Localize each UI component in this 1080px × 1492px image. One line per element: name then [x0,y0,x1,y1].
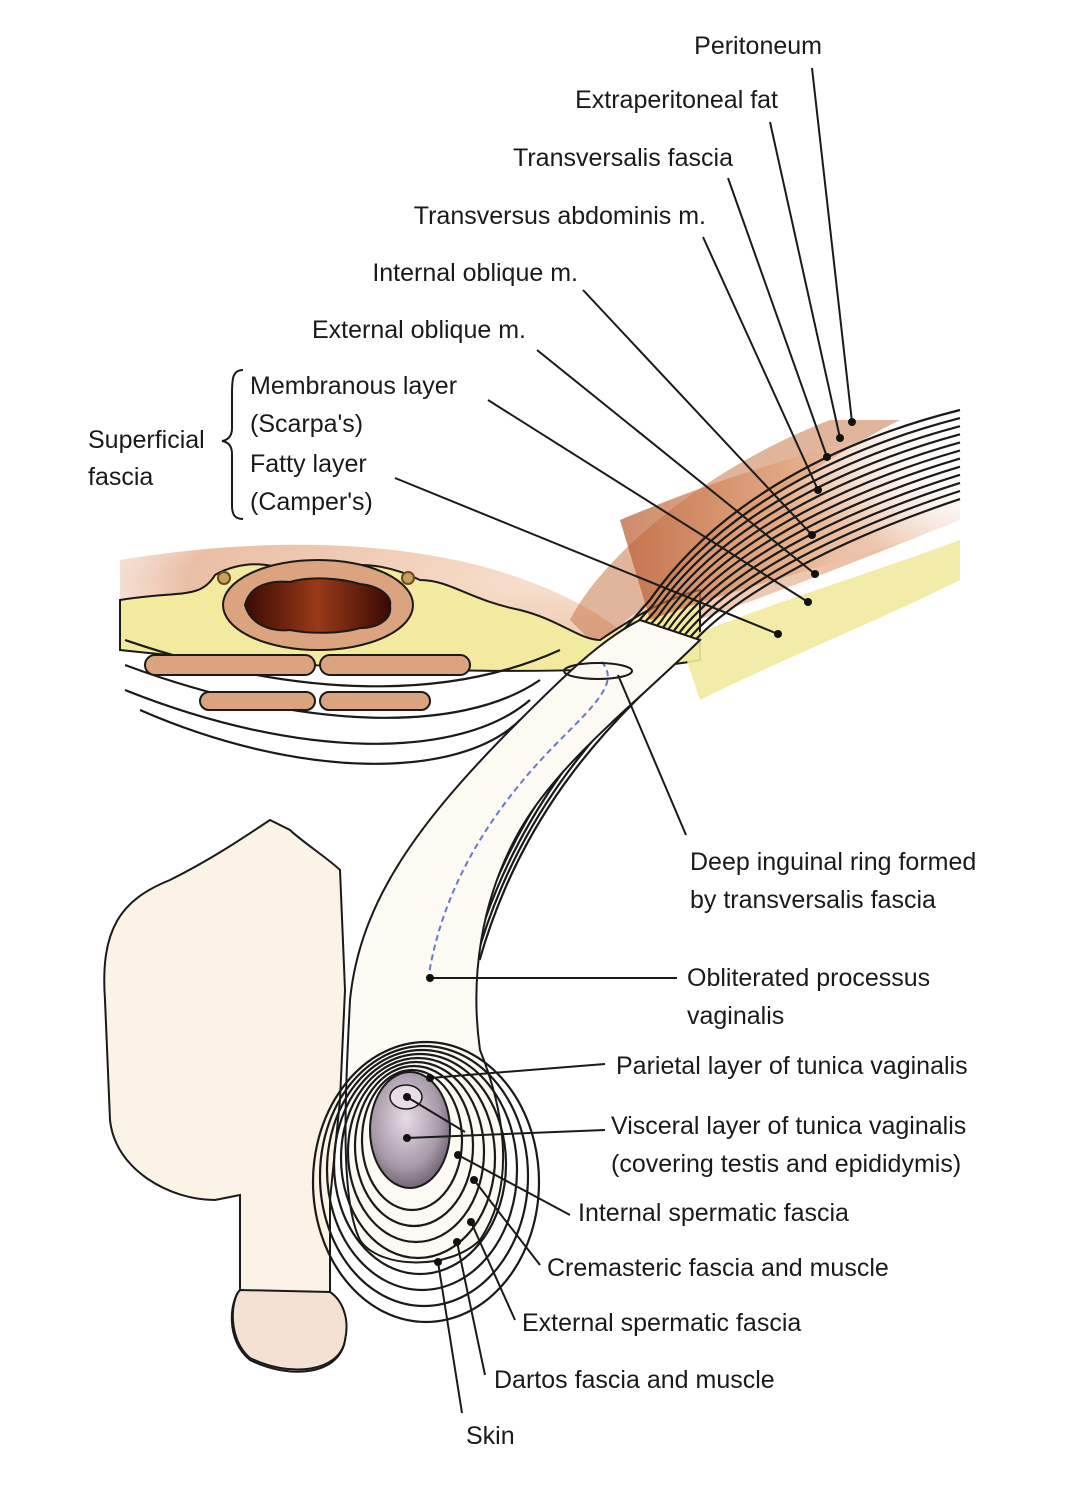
label-superficial-fascia-1: Superficial [88,426,205,454]
label-fatty-layer-1: Fatty layer [250,450,367,478]
scrotal-layer-line [339,1056,497,1260]
scrotum-layers [311,618,702,1324]
label-fatty-layer-2: (Camper's) [250,488,373,516]
scrotal-layer-line [311,1040,541,1324]
label-membranous-layer-2: (Scarpa's) [250,410,363,438]
label-external-spermatic-fascia: External spermatic fascia [522,1309,801,1337]
labels: Peritoneum Extraperitoneal fat Transvers… [88,32,976,1450]
label-parietal-tunica-vaginalis: Parietal layer of tunica vaginalis [616,1052,968,1080]
label-membranous-layer-1: Membranous layer [250,372,457,400]
label-visceral-tunica-vaginalis-2: (covering testis and epididymis) [611,1150,961,1178]
leader-lines [394,67,856,1414]
scrotal-layer-line [325,1048,519,1292]
label-peritoneum: Peritoneum [694,32,822,60]
scrotal-layer-line [332,1052,508,1276]
abdominal-wall-layers [438,408,961,961]
rectus-abdominis-layers [124,638,561,765]
scrotal-layer-line [360,1068,464,1212]
label-external-oblique: External oblique m. [312,316,526,344]
penis [103,818,348,1373]
label-dartos-fascia: Dartos fascia and muscle [494,1366,775,1394]
label-superficial-fascia-2: fascia [88,463,153,491]
label-cremasteric-fascia: Cremasteric fascia and muscle [547,1254,889,1282]
superficial-fascia-brace [221,369,244,520]
scrotal-layer-line [353,1064,475,1228]
scrotal-layer-line [318,1044,530,1308]
label-deep-inguinal-ring-1: Deep inguinal ring formed [690,848,976,876]
scrotal-layer-line [346,1060,486,1244]
bowel-cross-section [217,559,415,651]
label-visceral-tunica-vaginalis-1: Visceral layer of tunica vaginalis [611,1112,966,1140]
label-extraperitoneal-fat: Extraperitoneal fat [575,86,778,114]
label-internal-spermatic-fascia: Internal spermatic fascia [578,1199,849,1227]
label-processus-vaginalis-2: vaginalis [687,1002,784,1030]
label-processus-vaginalis-1: Obliterated processus [687,964,930,992]
label-internal-oblique: Internal oblique m. [372,259,578,287]
label-skin: Skin [466,1422,515,1450]
label-transversus-abdominis: Transversus abdominis m. [414,202,706,230]
label-deep-inguinal-ring-2: by transversalis fascia [690,886,936,914]
label-transversalis-fascia: Transversalis fascia [513,144,733,172]
deep-inguinal-ring [563,662,633,680]
